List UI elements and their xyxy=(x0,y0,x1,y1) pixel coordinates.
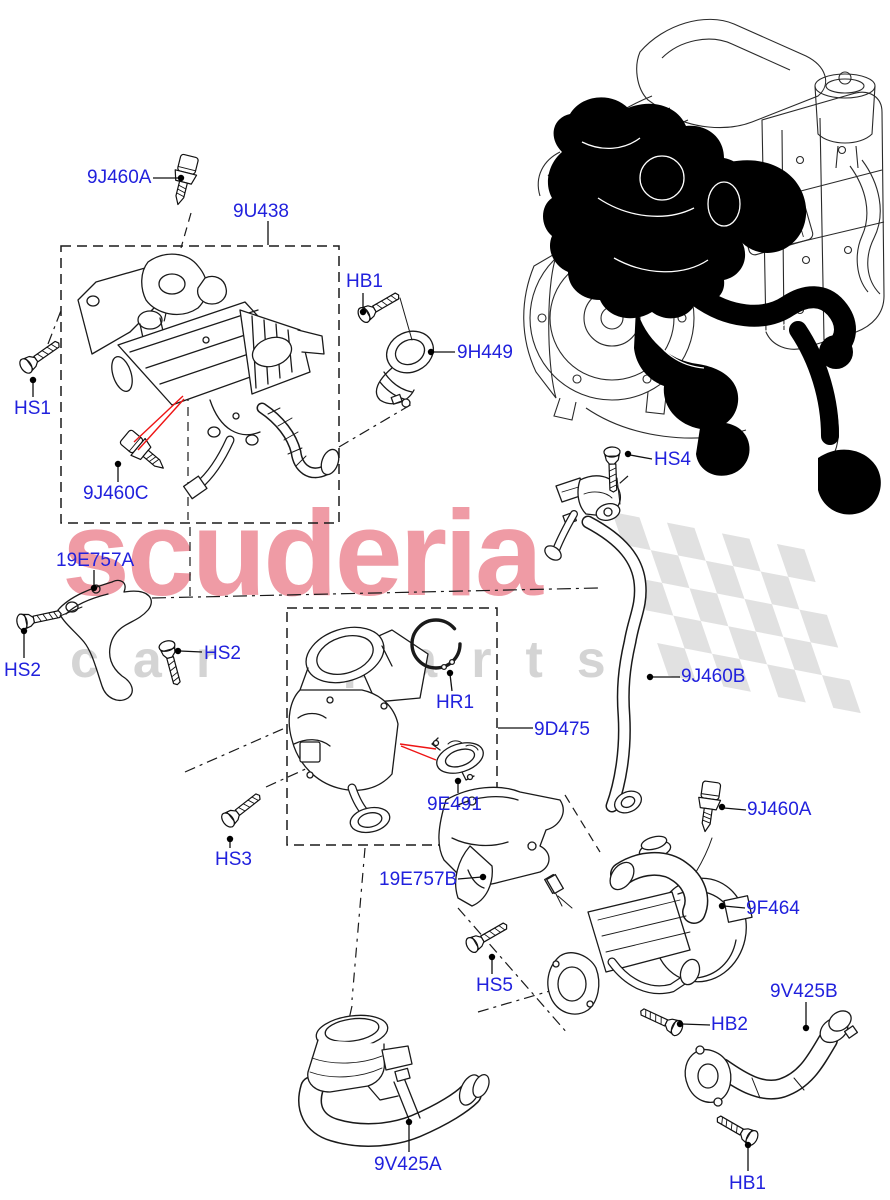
red-fitment-arrows xyxy=(133,395,437,761)
part-label-hb1[interactable]: HB1 xyxy=(729,1173,766,1194)
assembly-dash-lines xyxy=(47,212,629,1035)
part-gasket-9e491 xyxy=(431,737,484,781)
part-label-hr1[interactable]: HR1 xyxy=(436,692,475,713)
part-label-9j460a[interactable]: 9J460A xyxy=(747,799,812,820)
part-label-hb2[interactable]: HB2 xyxy=(711,1014,748,1035)
part-egr-pipe-9v425b xyxy=(684,1010,859,1107)
part-label-hs1[interactable]: HS1 xyxy=(14,398,51,419)
part-vacuum-pipe-9j460b xyxy=(544,475,647,814)
group-boxes xyxy=(60,245,498,846)
part-label-9v425b[interactable]: 9V425B xyxy=(770,981,838,1002)
part-label-9e491[interactable]: 9E491 xyxy=(427,794,482,815)
part-label-hs4[interactable]: HS4 xyxy=(654,449,691,470)
part-throttle-body-9d475 xyxy=(288,626,429,834)
part-label-9j460b[interactable]: 9J460B xyxy=(681,666,746,687)
sensors xyxy=(117,152,724,873)
part-label-9j460a[interactable]: 9J460A xyxy=(87,167,152,188)
part-heat-shield-19e757b xyxy=(438,786,564,907)
hardware-bolts xyxy=(14,287,761,1149)
part-label-hs3[interactable]: HS3 xyxy=(215,849,252,870)
part-water-outlet-9h449 xyxy=(375,297,434,408)
group-box-9u438 xyxy=(60,245,340,524)
part-label-9f464[interactable]: 9F464 xyxy=(746,898,800,919)
part-hose-9v425a xyxy=(298,1014,490,1147)
part-label-hs2[interactable]: HS2 xyxy=(204,643,241,664)
callout-leaders xyxy=(23,177,807,1171)
part-label-9v425a[interactable]: 9V425A xyxy=(374,1154,442,1175)
part-egr-module-9u438 xyxy=(77,253,340,500)
part-label-19e757a[interactable]: 19E757A xyxy=(56,550,135,571)
group-box-9d475 xyxy=(286,607,498,846)
part-egr-cooler-9f464 xyxy=(546,835,753,1015)
part-label-9d475[interactable]: 9D475 xyxy=(534,719,590,740)
engine-illustration xyxy=(523,18,885,515)
part-label-9u438[interactable]: 9U438 xyxy=(233,201,289,222)
part-label-hs5[interactable]: HS5 xyxy=(476,975,513,996)
part-label-hs2[interactable]: HS2 xyxy=(4,660,41,681)
callout-dots xyxy=(20,174,810,1149)
part-label-hb1[interactable]: HB1 xyxy=(346,271,383,292)
part-label-9j460c[interactable]: 9J460C xyxy=(83,483,149,504)
part-label-9h449[interactable]: 9H449 xyxy=(457,342,513,363)
part-label-19e757b[interactable]: 19E757B xyxy=(379,869,458,890)
part-snap-ring-hr1 xyxy=(410,618,462,671)
